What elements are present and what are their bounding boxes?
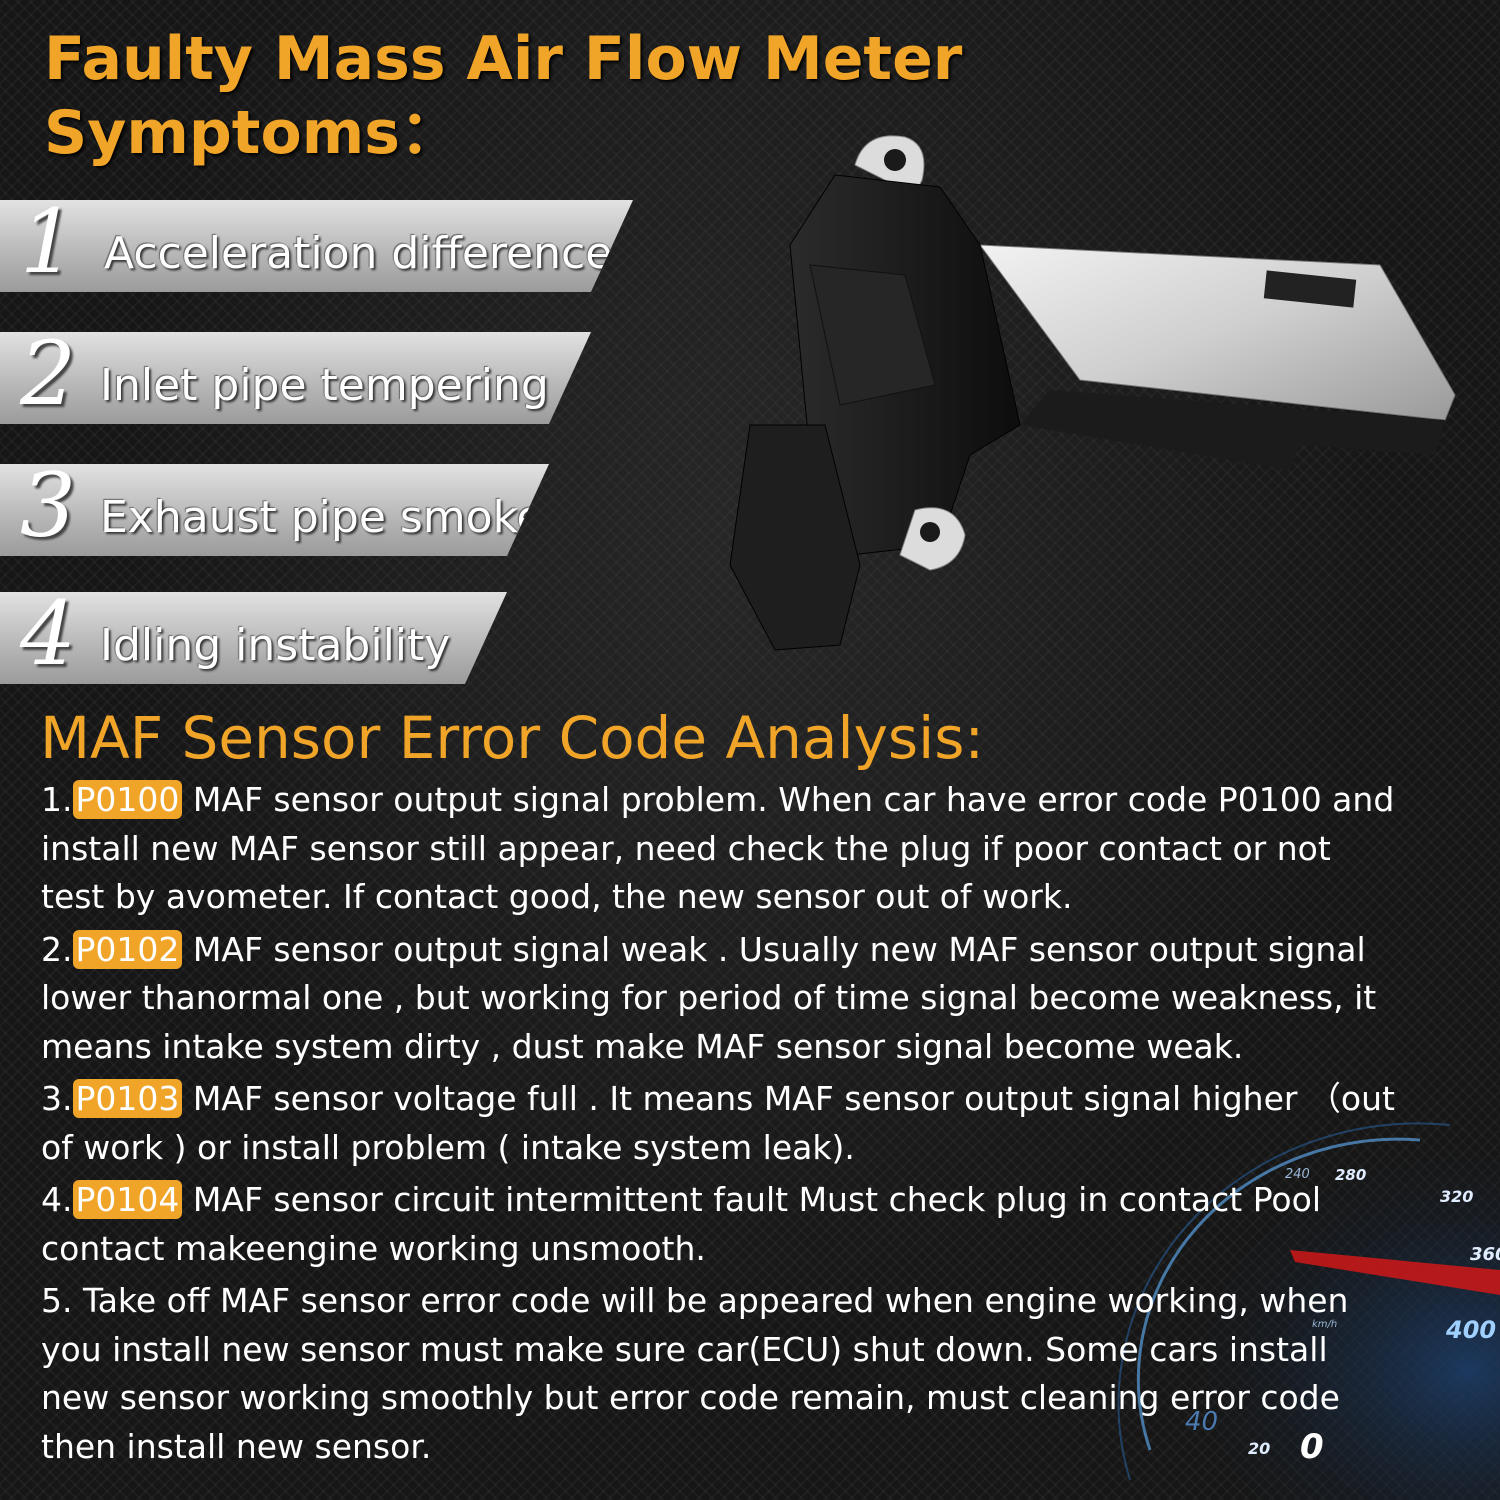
gauge-readout-label: 20: [1248, 1439, 1270, 1458]
error-code-item: 4.P0104 MAF sensor circuit intermittent …: [41, 1176, 1401, 1273]
error-code-item: 1.P0100 MAF sensor output signal problem…: [41, 776, 1401, 922]
symptom-label: Acceleration difference: [104, 228, 613, 279]
gauge-readout-big: 0: [1300, 1427, 1324, 1467]
gauge-unit: km/h: [1312, 1319, 1337, 1330]
error-code-badge: P0100: [72, 780, 183, 819]
symptom-label: Inlet pipe tempering: [100, 360, 549, 411]
gauge-tick-240: 240: [1285, 1167, 1310, 1182]
symptom-label: Exhaust pipe smoke: [100, 492, 544, 543]
error-code-badge: P0102: [72, 929, 183, 969]
page-title: Faulty Mass Air Flow Meter Symptoms：: [44, 22, 962, 170]
item-text: MAF sensor circuit intermittent fault Mu…: [41, 1180, 1321, 1268]
symptom-number: 1: [20, 190, 76, 293]
item-text: MAF sensor voltage full . It means MAF s…: [41, 1079, 1395, 1167]
gauge-tick-280: 280: [1335, 1166, 1366, 1184]
error-code-badge: P0103: [72, 1079, 183, 1118]
item-prefix: 5.: [41, 1281, 73, 1320]
symptom-number: 3: [20, 454, 76, 557]
gauge-readout-small: 40: [1185, 1407, 1218, 1437]
error-code-badge: P0104: [72, 1180, 183, 1219]
gauge-tick-360: 360: [1470, 1244, 1500, 1265]
gauge-tick-320: 320: [1440, 1187, 1473, 1206]
symptom-band-4: 4 Idling instability: [0, 592, 507, 684]
title-line-1: Faulty Mass Air Flow Meter: [44, 24, 963, 94]
symptom-label: Idling instability: [100, 620, 451, 671]
item-text: Take off MAF sensor error code will be a…: [41, 1281, 1349, 1466]
symptom-band-3: 3 Exhaust pipe smoke: [0, 464, 549, 556]
analysis-heading: MAF Sensor Error Code Analysis:: [40, 704, 985, 772]
error-code-list: 1.P0100 MAF sensor output signal problem…: [41, 776, 1401, 1475]
symptom-band-1: 1 Acceleration difference: [0, 200, 633, 292]
item-text: MAF sensor output signal weak . Usually …: [41, 929, 1377, 1066]
item-prefix: 1.: [41, 780, 73, 819]
item-prefix: 2.: [41, 929, 73, 969]
error-code-item: 5. Take off MAF sensor error code will b…: [41, 1277, 1401, 1471]
maf-sensor-image: [729, 135, 1456, 651]
symptom-number: 4: [20, 582, 76, 685]
error-code-item: 3.P0103 MAF sensor voltage full . It mea…: [41, 1075, 1401, 1172]
symptom-band-2: 2 Inlet pipe tempering: [0, 332, 591, 424]
speedometer-image: 240 280 320 360 400 km/h 40 20 0: [1117, 1122, 1500, 1500]
item-text: MAF sensor output signal problem. When c…: [41, 780, 1395, 916]
error-code-item: 2.P0102 MAF sensor output signal weak . …: [41, 926, 1401, 1072]
title-line-2: Symptoms：: [44, 98, 460, 168]
item-prefix: 4.: [41, 1180, 73, 1219]
symptom-number: 2: [20, 322, 76, 425]
gauge-tick-400: 400: [1445, 1316, 1496, 1344]
item-prefix: 3.: [41, 1079, 73, 1118]
